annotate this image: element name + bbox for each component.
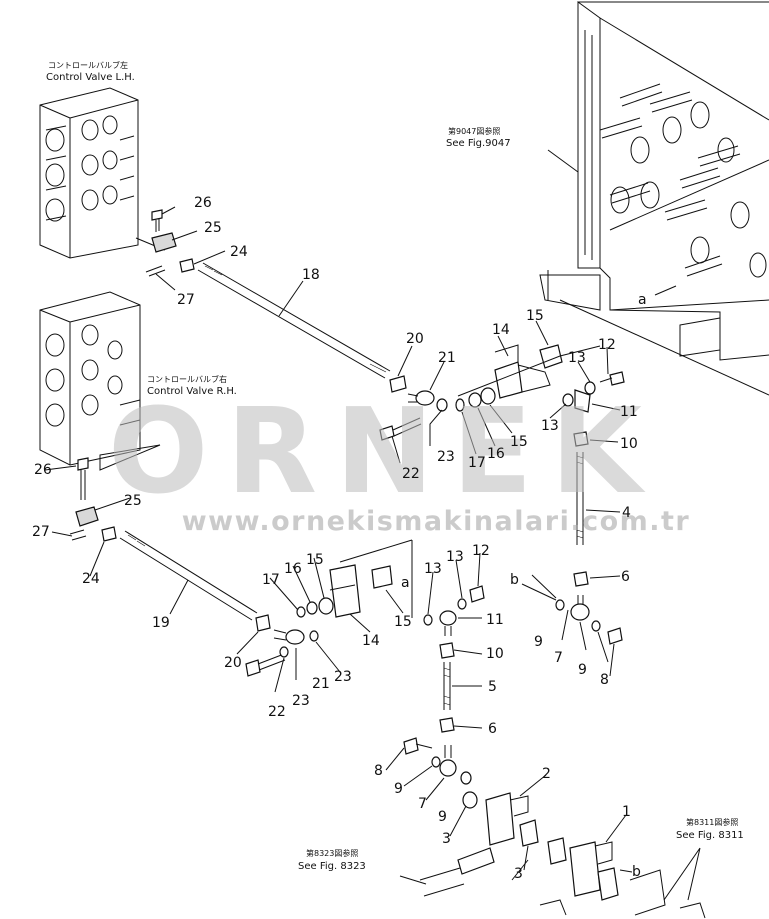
control-valve-lh	[39, 87, 166, 259]
fig9047-caption-jp: 第9047図参照	[448, 126, 500, 136]
callout-19: 19	[152, 615, 170, 631]
callout-8-right: 8	[600, 672, 609, 688]
callout-4: 4	[622, 505, 631, 521]
marker-a-upper: a	[638, 292, 647, 308]
callout-20-lower: 20	[224, 655, 242, 671]
callout-20-upper: 20	[406, 331, 424, 347]
fig9047-caption-en: See Fig.9047	[446, 138, 511, 149]
callout-26-upper: 26	[194, 195, 212, 211]
marker-b-upper: b	[510, 572, 519, 588]
callout-25-upper: 25	[204, 220, 222, 236]
callout-22-lower: 22	[268, 704, 286, 720]
frame-bracket	[539, 1, 769, 396]
callout-18: 18	[302, 267, 320, 283]
callout-6-right: 6	[621, 569, 630, 585]
callout-2: 2	[542, 766, 551, 782]
callout-24-upper: 24	[230, 244, 248, 260]
callout-15-lower-left: 15	[306, 552, 324, 568]
callout-16-lower: 16	[284, 561, 302, 577]
fig8311-caption-en: See Fig. 8311	[676, 830, 744, 841]
callout-12-upper: 12	[598, 337, 616, 353]
callout-27-lower: 27	[32, 524, 50, 540]
callout-23-upper: 23	[437, 449, 455, 465]
callout-9-right-a: 9	[534, 634, 543, 650]
watermark-brand: ORNEK	[108, 382, 660, 520]
callout-21-upper: 21	[438, 350, 456, 366]
callout-17-lower: 17	[262, 572, 280, 588]
lh-caption-jp: コントロールバルブ左	[48, 60, 128, 70]
callout-9-lower-b: 9	[438, 809, 447, 825]
lower-linkage	[69, 457, 706, 919]
callout-13-lower-b: 13	[446, 549, 464, 565]
fig8323-caption-jp: 第8323図参照	[306, 848, 358, 858]
watermark-url: www.ornekismakinalari.com.tr	[182, 506, 691, 537]
marker-b-lower: b	[632, 864, 641, 880]
callout-6-lower: 6	[488, 721, 497, 737]
rh-caption-jp: コントロールバルブ右	[147, 374, 227, 384]
callout-26-lower: 26	[34, 462, 52, 478]
control-valve-rh	[39, 291, 161, 471]
leader-lines	[44, 149, 701, 901]
callout-23-lower-a: 23	[334, 669, 352, 685]
callout-13-lower-a: 13	[424, 561, 442, 577]
callout-24-lower: 24	[82, 571, 100, 587]
callout-25-lower: 25	[124, 493, 142, 509]
callout-14-lower: 14	[362, 633, 380, 649]
callout-17-upper: 17	[468, 455, 486, 471]
callout-7-right: 7	[554, 650, 563, 666]
callout-14-upper: 14	[492, 322, 510, 338]
callout-22-upper: 22	[402, 466, 420, 482]
callout-23-lower-b: 23	[292, 693, 310, 709]
callout-15-lower-right: 15	[394, 614, 412, 630]
upper-linkage	[145, 209, 625, 645]
lh-caption-en: Control Valve L.H.	[46, 72, 135, 83]
callout-9-lower-a: 9	[394, 781, 403, 797]
callout-12-lower: 12	[472, 543, 490, 559]
callout-3-lower-a: 3	[442, 831, 451, 847]
callout-11-upper: 11	[620, 404, 638, 420]
callout-5: 5	[488, 679, 497, 695]
rh-caption-en: Control Valve R.H.	[147, 386, 237, 397]
callout-11-lower: 11	[486, 612, 504, 628]
callout-1: 1	[622, 804, 631, 820]
callout-16-upper: 16	[487, 446, 505, 462]
callout-7-lower: 7	[418, 796, 427, 812]
fig8311-caption-jp: 第8311図参照	[686, 817, 738, 827]
callout-8-lower: 8	[374, 763, 383, 779]
marker-a-lower: a	[401, 575, 410, 591]
callout-15-upper-lower: 15	[510, 434, 528, 450]
callout-15-upper: 15	[526, 308, 544, 324]
callouts: 26 25 24 27 18 20 21 14 15 12 13 11 10 2…	[32, 195, 638, 882]
callout-27-upper: 27	[177, 292, 195, 308]
callout-13-upper-left: 13	[541, 418, 559, 434]
callout-9-right-b: 9	[578, 662, 587, 678]
callout-21-lower: 21	[312, 676, 330, 692]
callout-10-lower: 10	[486, 646, 504, 662]
callout-10-upper: 10	[620, 436, 638, 452]
fig8323-caption-en: See Fig. 8323	[298, 861, 366, 872]
callout-13-upper-right: 13	[568, 350, 586, 366]
callout-3-lower-b: 3	[514, 866, 523, 882]
